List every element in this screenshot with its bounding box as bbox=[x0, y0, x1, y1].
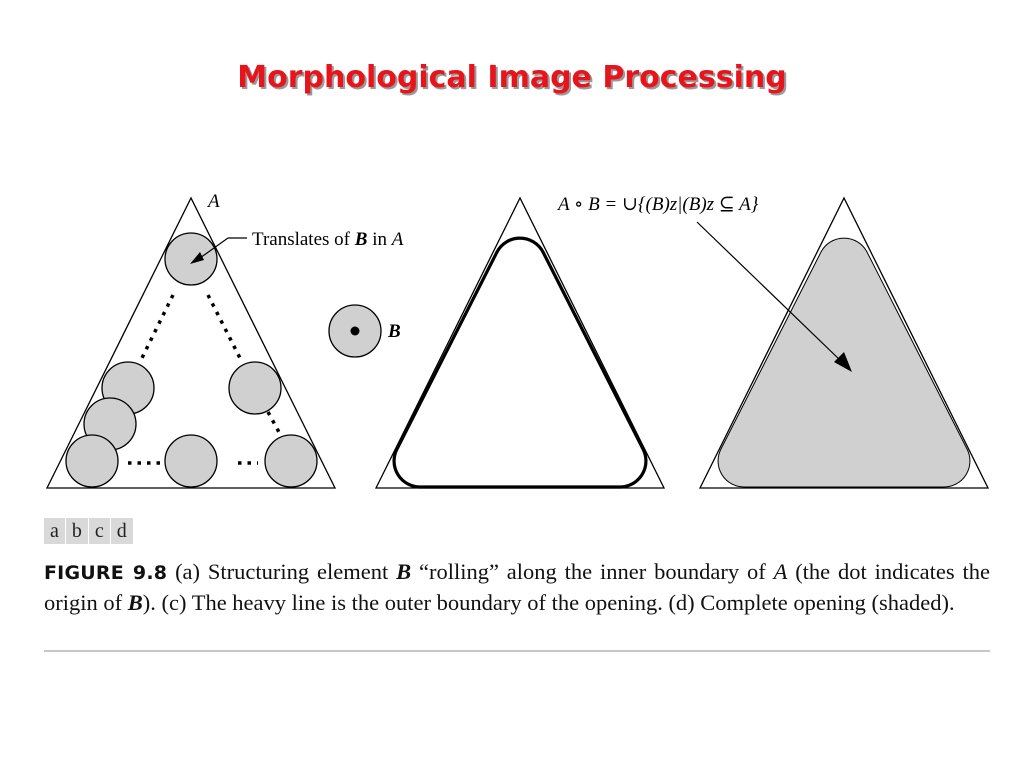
panel-b: B bbox=[328, 304, 401, 358]
label-B: B bbox=[387, 321, 401, 342]
dotted-path-left bbox=[138, 294, 175, 363]
arrowhead-icon bbox=[834, 352, 852, 372]
figure-9-8: A Translates of B in A B A ∘ B = ∪{(B)z|… bbox=[45, 191, 990, 489]
triangle-A-outline bbox=[698, 196, 990, 489]
panel-label-c: c bbox=[89, 518, 111, 544]
translate-circle bbox=[164, 434, 218, 488]
panel-label-b: b bbox=[66, 518, 89, 544]
triangle-A bbox=[45, 196, 337, 489]
translates-label: Translates of B in A bbox=[252, 229, 404, 250]
dotted-path-lower-right bbox=[266, 411, 282, 435]
panel-label-d: d bbox=[116, 520, 127, 542]
translate-circle bbox=[264, 434, 318, 488]
translate-circle bbox=[164, 232, 218, 286]
figure-caption: FIGURE 9.8 (a) Structuring element B “ro… bbox=[44, 559, 990, 615]
panel-d bbox=[696, 196, 990, 489]
panel-label-a: a bbox=[44, 518, 66, 544]
label-A: A bbox=[206, 191, 220, 212]
origin-dot bbox=[350, 326, 360, 336]
translates-arrow-line bbox=[199, 237, 229, 259]
opening-boundary bbox=[392, 236, 648, 489]
formula-arrow-line bbox=[696, 221, 843, 363]
arrowhead-icon bbox=[190, 252, 204, 264]
dotted-path-right bbox=[206, 294, 244, 363]
translate-circle bbox=[228, 361, 282, 415]
panel-labels: a b c d bbox=[44, 518, 133, 544]
opening-formula: A ∘ B = ∪{(B)z|(B)z ⊆ A} bbox=[556, 194, 759, 215]
translate-circle bbox=[65, 434, 119, 488]
triangle-A-outline bbox=[374, 196, 666, 489]
panel-c bbox=[374, 196, 666, 489]
slide-title: Morphological Image Processing bbox=[237, 60, 787, 95]
caption-divider bbox=[44, 650, 990, 652]
panel-a: A Translates of B in A bbox=[45, 191, 404, 489]
figure-label: FIGURE 9.8 bbox=[44, 562, 168, 584]
